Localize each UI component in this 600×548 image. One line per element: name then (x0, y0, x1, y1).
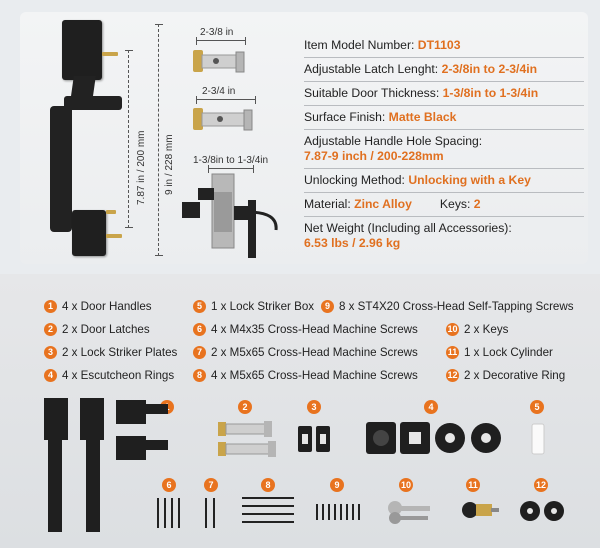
decorative-rings-image (520, 501, 564, 521)
spec-model: Item Model Number: DT1103 (304, 34, 584, 58)
striker-plates-image (298, 426, 330, 452)
self-tapping-screws-image (316, 504, 360, 520)
spec-list: Item Model Number: DT1103 Adjustable Lat… (304, 34, 584, 255)
grip-bar (50, 106, 72, 232)
spec-door-thickness: Suitable Door Thickness: 1-3/8in to 1-3/… (304, 82, 584, 106)
spec-hole-spacing: Adjustable Handle Hole Spacing:7.87-9 in… (304, 130, 584, 169)
item-badge-3: 3 (307, 400, 321, 414)
keys-image (388, 501, 430, 524)
item-badge-4: 4 (424, 400, 438, 414)
mounting-pin (102, 52, 118, 56)
overall-height-label: 9 in / 228 mm (164, 134, 175, 195)
escutcheon-rings-image (366, 422, 501, 454)
item-badge-11: 11 (466, 478, 480, 492)
spec-finish: Surface Finish: Matte Black (304, 106, 584, 130)
door-thickness-label: 1-3/8in to 1-3/4in (193, 155, 269, 166)
top-escutcheon (62, 20, 102, 80)
latch-long-icon (193, 108, 253, 131)
spec-unlocking: Unlocking Method: Unlocking with a Key (304, 169, 584, 193)
m4x35-screws-image (157, 498, 180, 528)
latch-long-dimension (196, 96, 256, 104)
door-thickness-dimension (208, 165, 254, 173)
door-latches-image (218, 421, 276, 457)
item-badge-2: 2 (238, 400, 252, 414)
hole-spacing-dimension (125, 50, 133, 228)
door-section-illustration (182, 173, 278, 258)
item-badge-10: 10 (399, 478, 413, 492)
hole-spacing-label: 7.87 in / 200 mm (136, 130, 147, 205)
latch-short-label: 2-3/8 in (200, 27, 234, 38)
mounting-pin-lower (106, 210, 116, 214)
door-handles-image (44, 398, 168, 532)
latch-short-icon (193, 50, 245, 73)
item-badge-7: 7 (204, 478, 218, 492)
item-badge-6: 6 (162, 478, 176, 492)
mounting-pin-bottom (106, 234, 122, 238)
item-badge-12: 12 (534, 478, 548, 492)
striker-box-image (531, 423, 545, 455)
item-badge-5: 5 (530, 400, 544, 414)
spec-weight: Net Weight (Including all Accessories):6… (304, 221, 512, 250)
overall-height-dimension (155, 24, 163, 256)
item-badge-8: 8 (261, 478, 275, 492)
spec-latch-length: Adjustable Latch Lenght: 2-3/8in to 2-3/… (304, 58, 584, 82)
m5x65-screws-image (205, 498, 215, 528)
handle-illustration (44, 14, 194, 264)
latch-short-dimension (196, 37, 246, 45)
lock-cylinder-image (462, 502, 499, 518)
item-badge-9: 9 (330, 478, 344, 492)
bottom-escutcheon (72, 210, 106, 256)
m5x65-screws-horizontal-image (242, 497, 294, 523)
parts-images: 1 2 3 4 5 6 7 8 9 10 11 12 (30, 392, 590, 542)
grip-top (64, 96, 122, 110)
latch-long-label: 2-3/4 in (202, 86, 236, 97)
